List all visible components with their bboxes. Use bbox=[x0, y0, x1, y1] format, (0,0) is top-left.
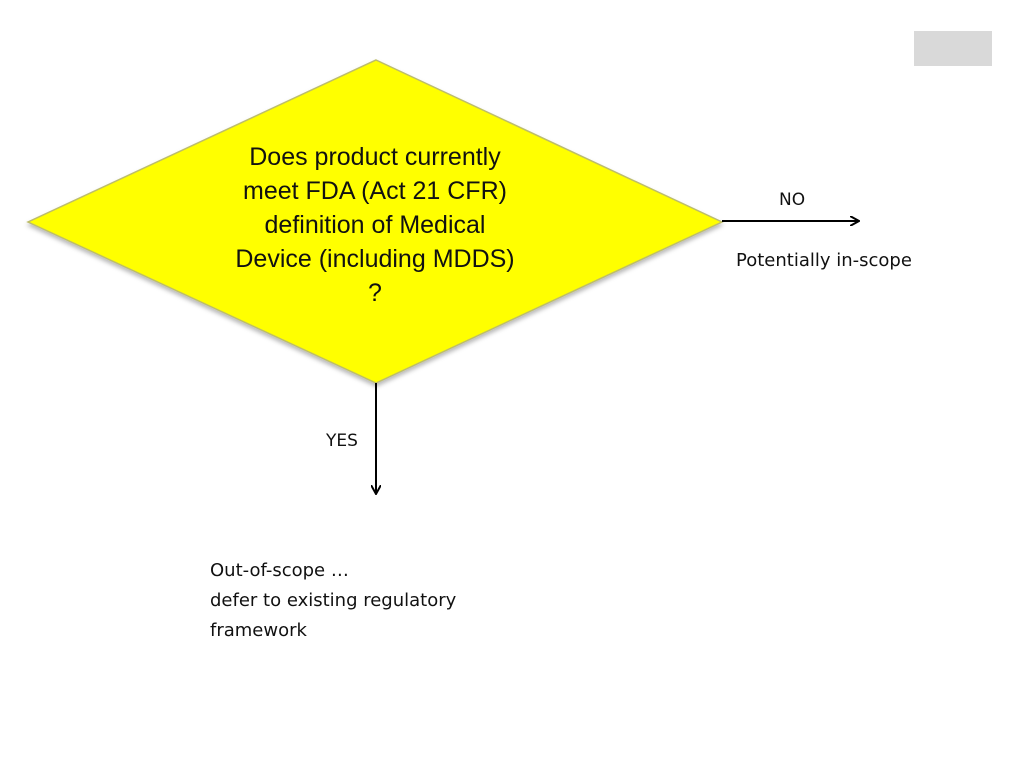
yes-result-line: framework bbox=[210, 620, 307, 641]
decision-line: ? bbox=[368, 279, 382, 307]
placeholder-box bbox=[914, 31, 992, 66]
decision-line: Device (including MDDS) bbox=[235, 245, 515, 273]
yes-branch-label: YES bbox=[326, 431, 358, 451]
yes-branch-result: Out-of-scope … defer to existing regulat… bbox=[210, 556, 456, 646]
decision-question: Does product currently meet FDA (Act 21 … bbox=[205, 140, 545, 310]
yes-result-line: defer to existing regulatory bbox=[210, 590, 457, 611]
decision-line: Does product currently bbox=[249, 143, 501, 171]
decision-line: definition of Medical bbox=[264, 211, 486, 239]
decision-line: meet FDA (Act 21 CFR) bbox=[243, 177, 507, 205]
no-branch-result: Potentially in-scope bbox=[736, 250, 912, 271]
no-branch-label: NO bbox=[779, 190, 806, 210]
yes-result-line: Out-of-scope … bbox=[210, 560, 349, 581]
